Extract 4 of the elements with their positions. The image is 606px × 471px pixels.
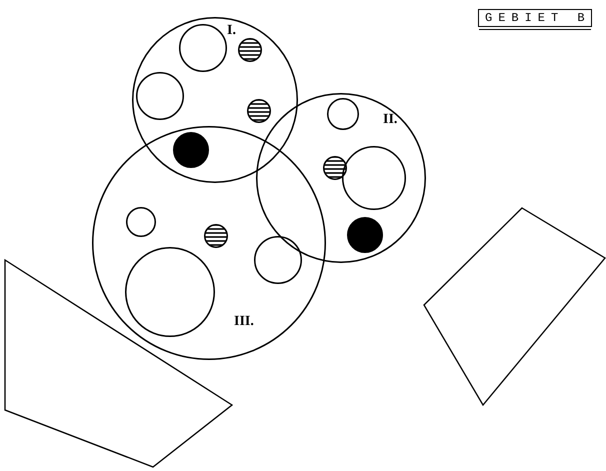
roman-numeral-label: II.: [383, 112, 398, 127]
area-tag: GEBIET B: [478, 9, 592, 27]
roman-numeral-label: III.: [234, 314, 254, 329]
roman-numeral-label: I.: [227, 23, 236, 38]
